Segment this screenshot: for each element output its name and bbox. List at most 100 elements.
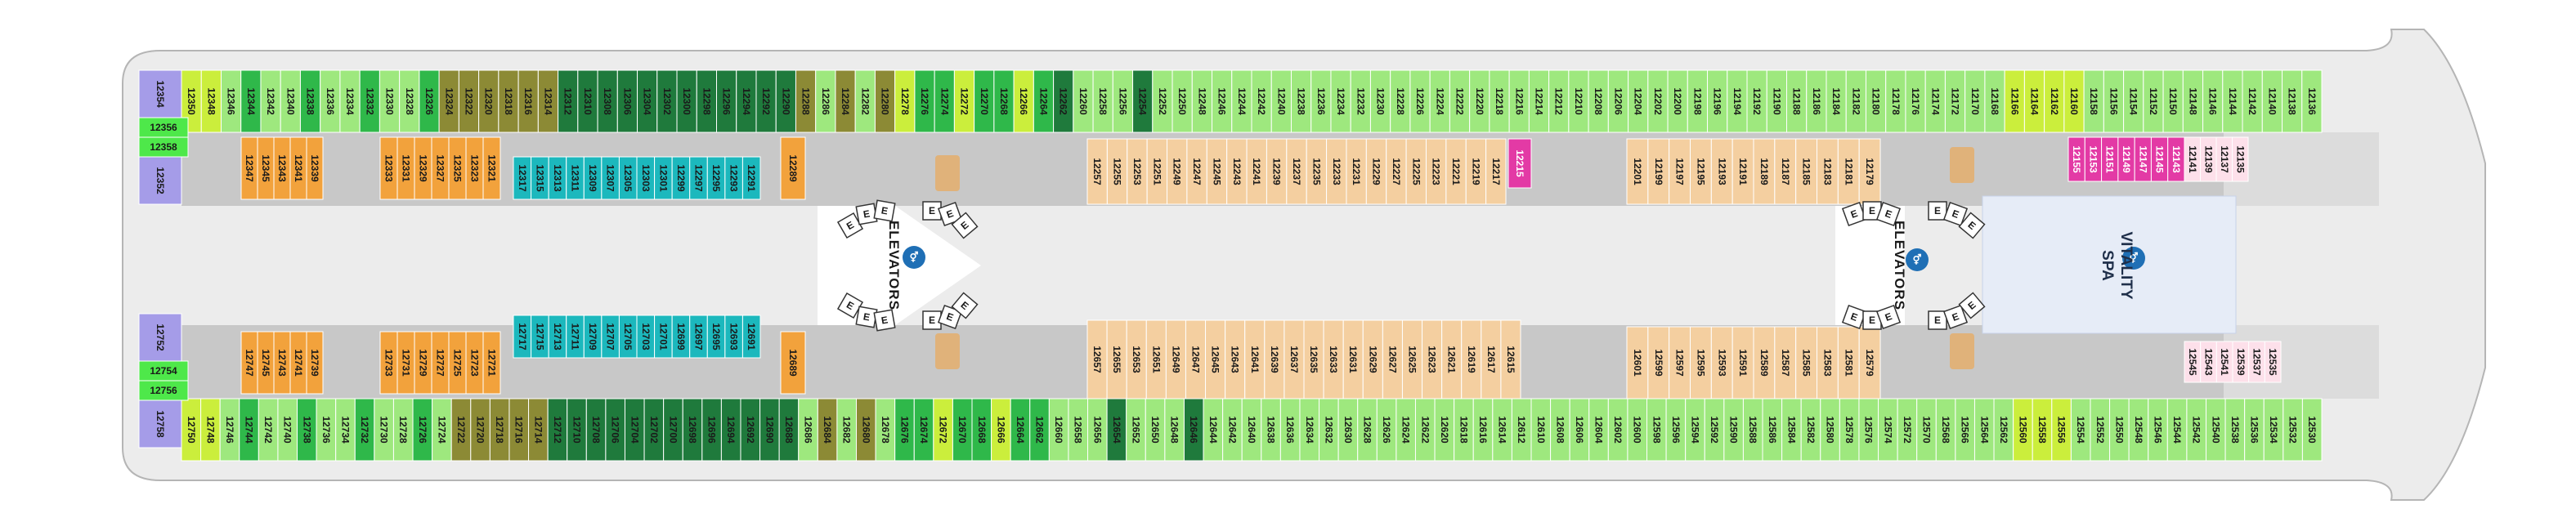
cabin-12255[interactable]: 12255 <box>1106 138 1128 205</box>
cabin-12143[interactable]: 12143 <box>2167 136 2185 182</box>
cabin-12717[interactable]: 12717 <box>513 315 532 359</box>
cabin-12253[interactable]: 12253 <box>1127 138 1148 205</box>
cabin-12196[interactable]: 12196 <box>1707 69 1728 133</box>
cabin-box[interactable] <box>1786 69 1808 133</box>
cabin-box[interactable] <box>1264 319 1285 399</box>
cabin-12307[interactable]: 12307 <box>601 156 620 200</box>
cabin-12250[interactable]: 12250 <box>1172 69 1193 133</box>
cabin-box[interactable] <box>616 69 638 133</box>
cabin-box[interactable] <box>1984 69 2005 133</box>
cabin-12703[interactable]: 12703 <box>636 315 656 359</box>
cabin-12235[interactable]: 12235 <box>1306 138 1328 205</box>
cabin-box[interactable] <box>1246 138 1267 205</box>
cabin-12189[interactable]: 12189 <box>1753 138 1776 205</box>
cabin-12226[interactable]: 12226 <box>1409 69 1431 133</box>
cabin-12178[interactable]: 12178 <box>1885 69 1906 133</box>
cabin-12731[interactable]: 12731 <box>396 331 415 395</box>
cabin-12701[interactable]: 12701 <box>654 315 673 359</box>
cabin-box[interactable] <box>2232 136 2249 182</box>
cabin-box[interactable] <box>458 69 480 133</box>
cabin-12738[interactable]: 12738 <box>297 398 317 462</box>
cabin-12621[interactable]: 12621 <box>1441 319 1463 399</box>
cabin-box[interactable] <box>1172 69 1193 133</box>
cabin-12716[interactable]: 12716 <box>508 398 530 462</box>
cabin-12187[interactable]: 12187 <box>1774 138 1797 205</box>
cabin-12686[interactable]: 12686 <box>798 398 818 462</box>
cabin-box[interactable] <box>2143 69 2164 133</box>
cabin-12303[interactable]: 12303 <box>636 156 656 200</box>
cabin-12291[interactable]: 12291 <box>741 156 761 200</box>
cabin-12530[interactable]: 12530 <box>2301 398 2323 462</box>
cabin-12299[interactable]: 12299 <box>671 156 691 200</box>
cabin-12670[interactable]: 12670 <box>952 398 973 462</box>
cabin-box[interactable] <box>1206 138 1228 205</box>
cabin-12604[interactable]: 12604 <box>1588 398 1609 462</box>
cabin-12219[interactable]: 12219 <box>1465 138 1487 205</box>
cabin-12297[interactable]: 12297 <box>689 156 708 200</box>
cabin-box[interactable] <box>1441 319 1463 399</box>
cabin-12652[interactable]: 12652 <box>1126 398 1146 462</box>
cabin-12554[interactable]: 12554 <box>2070 398 2091 462</box>
cabin-12544[interactable]: 12544 <box>2166 398 2188 462</box>
cabin-box[interactable] <box>306 136 324 200</box>
cabin-12664[interactable]: 12664 <box>1010 398 1031 462</box>
cabin-12345[interactable]: 12345 <box>257 136 275 200</box>
cabin-12591[interactable]: 12591 <box>1732 326 1754 399</box>
cabin-12596[interactable]: 12596 <box>1665 398 1687 462</box>
cabin-12711[interactable]: 12711 <box>566 315 585 359</box>
cabin-12289[interactable]: 12289 <box>780 136 806 200</box>
cabin-box[interactable] <box>1330 69 1351 133</box>
cabin-box[interactable] <box>1053 69 1074 133</box>
cabin-12639[interactable]: 12639 <box>1264 319 1285 399</box>
cabin-12598[interactable]: 12598 <box>1646 398 1667 462</box>
cabin-box[interactable] <box>1310 69 1332 133</box>
cabin-12727[interactable]: 12727 <box>431 331 450 395</box>
cabin-12305[interactable]: 12305 <box>618 156 638 200</box>
cabin-12242[interactable]: 12242 <box>1251 69 1272 133</box>
cabin-12538[interactable]: 12538 <box>2224 398 2246 462</box>
cabin-12314[interactable]: 12314 <box>537 69 559 133</box>
cabin-12313[interactable]: 12313 <box>548 156 567 200</box>
cabin-12206[interactable]: 12206 <box>1607 69 1629 133</box>
cabin-12724[interactable]: 12724 <box>432 398 452 462</box>
cabin-box[interactable] <box>280 69 301 133</box>
cabin-12204[interactable]: 12204 <box>1628 69 1649 133</box>
cabin-12186[interactable]: 12186 <box>1806 69 1827 133</box>
cabin-12579[interactable]: 12579 <box>1858 326 1881 399</box>
cabin-12590[interactable]: 12590 <box>1723 398 1744 462</box>
cabin-box[interactable] <box>676 69 697 133</box>
cabin-12331[interactable]: 12331 <box>396 136 415 200</box>
cabin-12243[interactable]: 12243 <box>1226 138 1248 205</box>
cabin-12734[interactable]: 12734 <box>335 398 356 462</box>
cabin-12244[interactable]: 12244 <box>1231 69 1252 133</box>
cabin-12248[interactable]: 12248 <box>1191 69 1213 133</box>
cabin-12672[interactable]: 12672 <box>933 398 953 462</box>
cabin-12179[interactable]: 12179 <box>1858 138 1881 205</box>
cabin-12276[interactable]: 12276 <box>914 69 935 133</box>
cabin-12311[interactable]: 12311 <box>566 156 585 200</box>
cabin-12137[interactable]: 12137 <box>2215 136 2233 182</box>
cabin-12721[interactable]: 12721 <box>482 331 501 395</box>
cabin-12562[interactable]: 12562 <box>1993 398 2014 462</box>
cabin-12304[interactable]: 12304 <box>637 69 658 133</box>
cabin-box[interactable] <box>815 69 836 133</box>
cabin-12350[interactable]: 12350 <box>181 69 202 133</box>
cabin-12695[interactable]: 12695 <box>706 315 726 359</box>
cabin-12696[interactable]: 12696 <box>701 398 722 462</box>
cabin-12568[interactable]: 12568 <box>1935 398 1956 462</box>
cabin-box[interactable] <box>517 69 539 133</box>
cabin-box[interactable] <box>478 69 500 133</box>
cabin-12692[interactable]: 12692 <box>740 398 761 462</box>
cabin-12180[interactable]: 12180 <box>1865 69 1887 133</box>
cabin-box[interactable] <box>1212 69 1233 133</box>
cabin-box[interactable] <box>1858 138 1881 205</box>
cabin-box[interactable] <box>138 399 182 448</box>
cabin-12339[interactable]: 12339 <box>306 136 324 200</box>
cabin-box[interactable] <box>1362 319 1383 399</box>
cabin-12648[interactable]: 12648 <box>1164 398 1185 462</box>
cabin-12236[interactable]: 12236 <box>1310 69 1332 133</box>
cabin-box[interactable] <box>1858 326 1881 399</box>
cabin-12292[interactable]: 12292 <box>755 69 777 133</box>
cabin-12633[interactable]: 12633 <box>1323 319 1344 399</box>
cabin-box[interactable] <box>894 69 916 133</box>
